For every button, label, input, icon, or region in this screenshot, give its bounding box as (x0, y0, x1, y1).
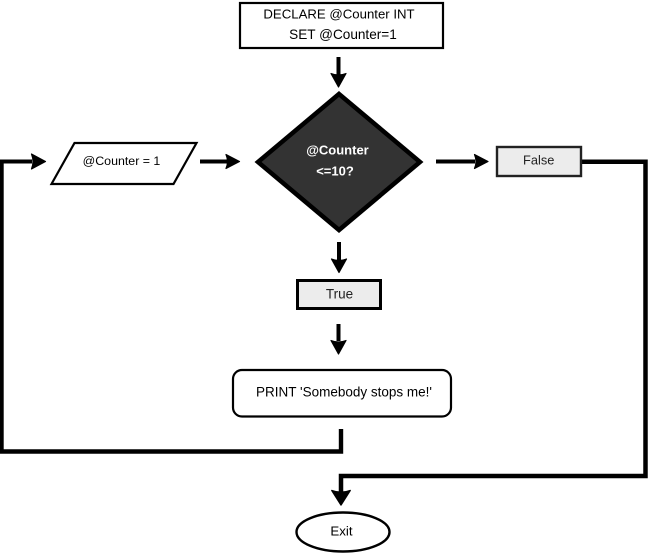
svg-text:Exit: Exit (330, 524, 352, 539)
svg-text:PRINT 'Somebody stops me!': PRINT 'Somebody stops me!' (256, 385, 432, 400)
svg-text:@Counter = 1: @Counter = 1 (83, 154, 161, 168)
svg-text:DECLARE @Counter INT: DECLARE @Counter INT (263, 7, 414, 22)
svg-text:True: True (326, 286, 353, 301)
svg-text:False: False (523, 152, 554, 167)
svg-text:SET @Counter=1: SET @Counter=1 (289, 27, 397, 42)
svg-text:<=10?: <=10? (316, 164, 354, 179)
svg-text:@Counter: @Counter (306, 143, 369, 158)
